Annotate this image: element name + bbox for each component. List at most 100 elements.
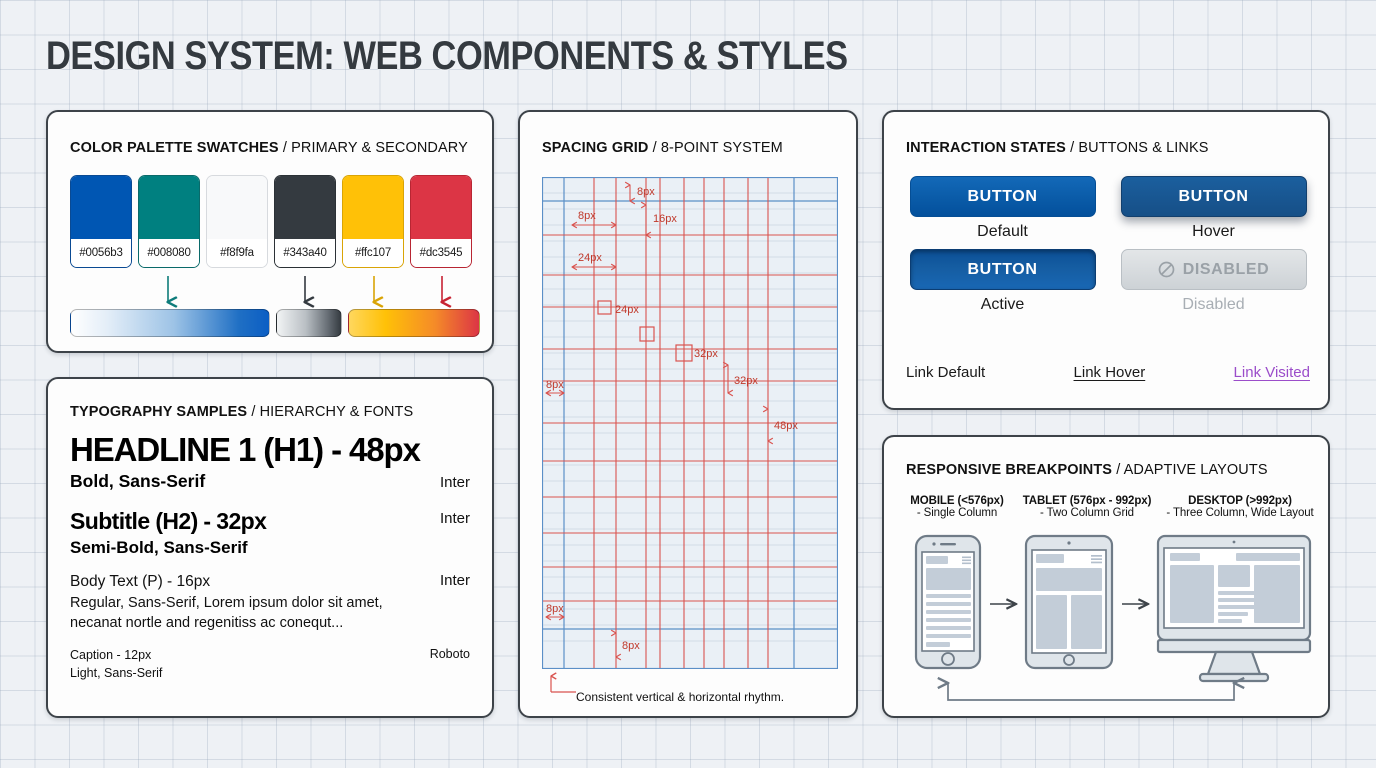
- breakpoint-desc: - Two Column Grid: [1040, 507, 1134, 519]
- spacing-annotation: 8px: [546, 379, 564, 391]
- button-default[interactable]: BUTTON: [909, 176, 1096, 217]
- sample-title: Subtitle (H2) - 32px: [70, 507, 267, 534]
- spacing-annotation: 32px: [694, 348, 718, 360]
- typography-sample-caption: Caption - 12px Light, Sans-Serif Roboto: [70, 647, 470, 681]
- spacing-marker-box: [597, 300, 612, 315]
- color-swatch[interactable]: #f8f9fa: [206, 175, 268, 268]
- button-hover[interactable]: BUTTON: [1120, 176, 1307, 217]
- button-state-default: BUTTON Default: [906, 176, 1099, 241]
- color-palette-card: COLOR PALETTE SWATCHES / PRIMARY & SECON…: [46, 110, 494, 353]
- device-desktop: [1156, 534, 1312, 683]
- spacing-annotation: 8px: [637, 186, 655, 198]
- link-visited[interactable]: Link Visited: [1233, 364, 1310, 381]
- card-subtitle: / PRIMARY & SECONDARY: [282, 140, 468, 156]
- gradient-bar-gray: [276, 309, 342, 337]
- card-title: INTERACTION STATES: [906, 140, 1066, 156]
- breakpoint-name: TABLET (576px - 992px): [1022, 495, 1152, 507]
- link-hover[interactable]: Link Hover: [1073, 364, 1146, 381]
- spacing-annotation: 48px: [774, 420, 798, 432]
- breakpoint-name: MOBILE (<576px): [910, 495, 1004, 507]
- swatch-hex-label: #0056b3: [71, 239, 131, 267]
- color-swatch[interactable]: #ffc107: [342, 175, 404, 268]
- swatch-chip: [275, 176, 335, 239]
- breakpoint-desc: - Three Column, Wide Layout: [1166, 507, 1314, 519]
- sample-font-name: Inter: [439, 473, 470, 491]
- typography-sample-body: Body Text (P) - 16px Regular, Sans-Serif…: [70, 572, 470, 634]
- gradient-row: [70, 309, 480, 337]
- caption-leader-arrow: [542, 670, 582, 701]
- card-subtitle: / 8-POINT SYSTEM: [652, 140, 783, 156]
- sample-desc: Light, Sans-Serif: [70, 665, 163, 680]
- swatch-chip: [411, 176, 471, 239]
- card-subtitle: / ADAPTIVE LAYOUTS: [1116, 462, 1268, 478]
- palette-arrow-group: [70, 274, 474, 312]
- device-tablet: [1024, 534, 1114, 670]
- device-diagram: [898, 532, 1318, 707]
- sample-desc: Bold, Sans-Serif: [70, 470, 206, 491]
- spacing-annotation: 16px: [653, 213, 677, 225]
- breakpoint-label-tablet: TABLET (576px - 992px) - Two Column Grid: [1002, 495, 1172, 519]
- breakpoint-label-mobile: MOBILE (<576px) - Single Column: [892, 495, 1022, 519]
- swatch-chip: [71, 176, 131, 239]
- link-default[interactable]: Link Default: [906, 364, 986, 381]
- button-label: BUTTON: [1178, 187, 1249, 205]
- sample-title: Body Text (P) - 16px: [70, 572, 211, 590]
- swatch-chip: [343, 176, 403, 239]
- device-phone: [914, 534, 982, 670]
- sample-desc: Regular, Sans-Serif, Lorem ipsum dolor s…: [70, 595, 383, 631]
- swatch-hex-label: #ffc107: [343, 239, 403, 267]
- sample-title: Caption - 12px: [70, 648, 152, 663]
- typography-sample-h1: HEADLINE 1 (H1) - 48px Bold, Sans-Serif …: [70, 431, 470, 492]
- spacing-annotation: 8px: [578, 210, 596, 222]
- sample-title: HEADLINE 1 (H1) - 48px: [70, 431, 421, 468]
- button-state-active: BUTTON Active: [906, 249, 1099, 314]
- spacing-annotation: 24px: [578, 252, 602, 264]
- breakpoint-label-desktop: DESKTOP (>992px) - Three Column, Wide La…: [1156, 495, 1324, 519]
- spacing-annotation: 24px: [615, 304, 639, 316]
- button-state-label: Hover: [1192, 223, 1235, 240]
- gradient-bar-blue: [70, 309, 270, 337]
- button-state-hover: BUTTON Hover: [1117, 176, 1310, 241]
- gradient-bar-warm: [348, 309, 480, 337]
- spacing-annotation: 32px: [734, 375, 758, 387]
- breakpoint-label-row: MOBILE (<576px) - Single Column TABLET (…: [898, 495, 1318, 529]
- interaction-states-card: INTERACTION STATES / BUTTONS & LINKS BUT…: [882, 110, 1330, 410]
- typography-sample-h2: Subtitle (H2) - 32px Semi-Bold, Sans-Ser…: [70, 508, 470, 558]
- button-active[interactable]: BUTTON: [909, 249, 1096, 290]
- spacing-marker-box: [675, 344, 693, 362]
- swatch-hex-label: #f8f9fa: [207, 239, 267, 267]
- button-disabled: DISABLED: [1120, 249, 1307, 290]
- button-state-label: Active: [980, 296, 1025, 313]
- sample-font-name: Inter: [439, 571, 470, 589]
- card-title: COLOR PALETTE SWATCHES: [70, 140, 279, 156]
- interaction-states-card-header: INTERACTION STATES / BUTTONS & LINKS: [906, 140, 1209, 156]
- responsive-breakpoints-card: RESPONSIVE BREAKPOINTS / ADAPTIVE LAYOUT…: [882, 435, 1330, 718]
- feedback-loop-arrow: [948, 683, 1234, 701]
- color-swatch[interactable]: #dc3545: [410, 175, 472, 268]
- button-state-grid: BUTTON Default BUTTON Hover BUTTON Activ…: [906, 176, 1310, 314]
- color-swatch[interactable]: #343a40: [274, 175, 336, 268]
- breakpoint-name: DESKTOP (>992px): [1188, 495, 1292, 507]
- card-subtitle: / BUTTONS & LINKS: [1070, 140, 1209, 156]
- color-palette-card-header: COLOR PALETTE SWATCHES / PRIMARY & SECON…: [70, 140, 468, 156]
- spacing-grid-card-header: SPACING GRID / 8-POINT SYSTEM: [542, 140, 783, 156]
- page-title: DESIGN SYSTEM: WEB COMPONENTS & STYLES: [46, 34, 848, 78]
- typography-card: TYPOGRAPHY SAMPLES / HIERARCHY & FONTS H…: [46, 377, 494, 718]
- no-entry-icon: [1158, 261, 1175, 278]
- button-state-label: Default: [977, 223, 1028, 240]
- swatch-hex-label: #dc3545: [411, 239, 471, 267]
- typography-sample-list: HEADLINE 1 (H1) - 48px Bold, Sans-Serif …: [70, 431, 470, 681]
- spacing-grid-card: SPACING GRID / 8-POINT SYSTEM: [518, 110, 858, 718]
- swatch-chip: [207, 176, 267, 239]
- responsive-breakpoints-card-header: RESPONSIVE BREAKPOINTS / ADAPTIVE LAYOUT…: [906, 462, 1268, 478]
- button-state-disabled: DISABLED Disabled: [1117, 249, 1310, 314]
- color-swatch[interactable]: #008080: [138, 175, 200, 268]
- button-label: DISABLED: [1182, 260, 1270, 278]
- breakpoint-desc: - Single Column: [916, 507, 998, 519]
- swatch-row: #0056b3 #008080 #f8f9fa #343a40 #ffc107 …: [70, 175, 472, 268]
- spacing-grid-caption: Consistent vertical & horizontal rhythm.: [576, 690, 785, 704]
- color-swatch[interactable]: #0056b3: [70, 175, 132, 268]
- card-title: TYPOGRAPHY SAMPLES: [70, 404, 248, 420]
- button-label: BUTTON: [967, 187, 1038, 205]
- swatch-chip: [139, 176, 199, 239]
